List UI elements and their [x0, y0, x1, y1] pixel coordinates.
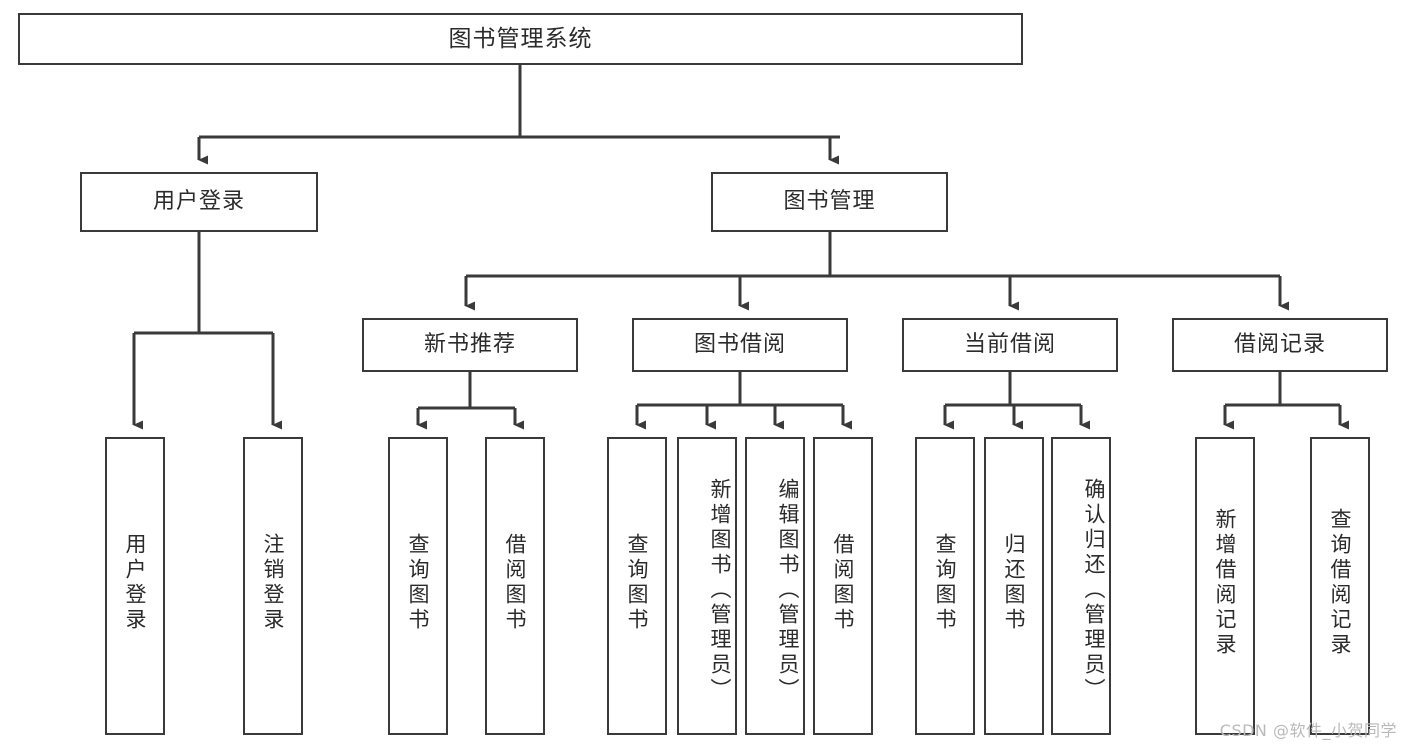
node-leaf-2[interactable]: 查询图书 — [388, 437, 448, 735]
node-level2-1[interactable]: 图书借阅 — [632, 318, 848, 372]
node-level2-3[interactable]: 借阅记录 — [1172, 318, 1388, 372]
node-leaf-7[interactable]: 借阅图书 — [813, 437, 873, 735]
node-leaf-11[interactable]: 新增借阅记录 — [1195, 437, 1255, 735]
node-leaf-8[interactable]: 查询图书 — [915, 437, 975, 735]
node-leaf-3[interactable]: 借阅图书 — [485, 437, 545, 735]
node-level1-0[interactable]: 用户登录 — [80, 172, 318, 232]
node-leaf-1[interactable]: 注销登录 — [243, 437, 303, 735]
node-level1-1[interactable]: 图书管理 — [711, 172, 948, 232]
node-leaf-9[interactable]: 归还图书 — [984, 437, 1044, 735]
csdn-watermark: CSDN @软件_小贺同学 — [1219, 721, 1397, 740]
node-leaf-0[interactable]: 用户登录 — [105, 437, 165, 735]
node-leaf-12[interactable]: 查询借阅记录 — [1310, 437, 1370, 735]
node-leaf-10[interactable]: 确认归还（管理员） — [1051, 437, 1111, 735]
node-leaf-4[interactable]: 查询图书 — [607, 437, 667, 735]
node-level2-0[interactable]: 新书推荐 — [362, 318, 578, 372]
node-leaf-6[interactable]: 编辑图书（管理员） — [745, 437, 805, 735]
node-leaf-5[interactable]: 新增图书（管理员） — [677, 437, 737, 735]
node-root[interactable]: 图书管理系统 — [18, 13, 1023, 65]
node-level2-2[interactable]: 当前借阅 — [902, 318, 1118, 372]
